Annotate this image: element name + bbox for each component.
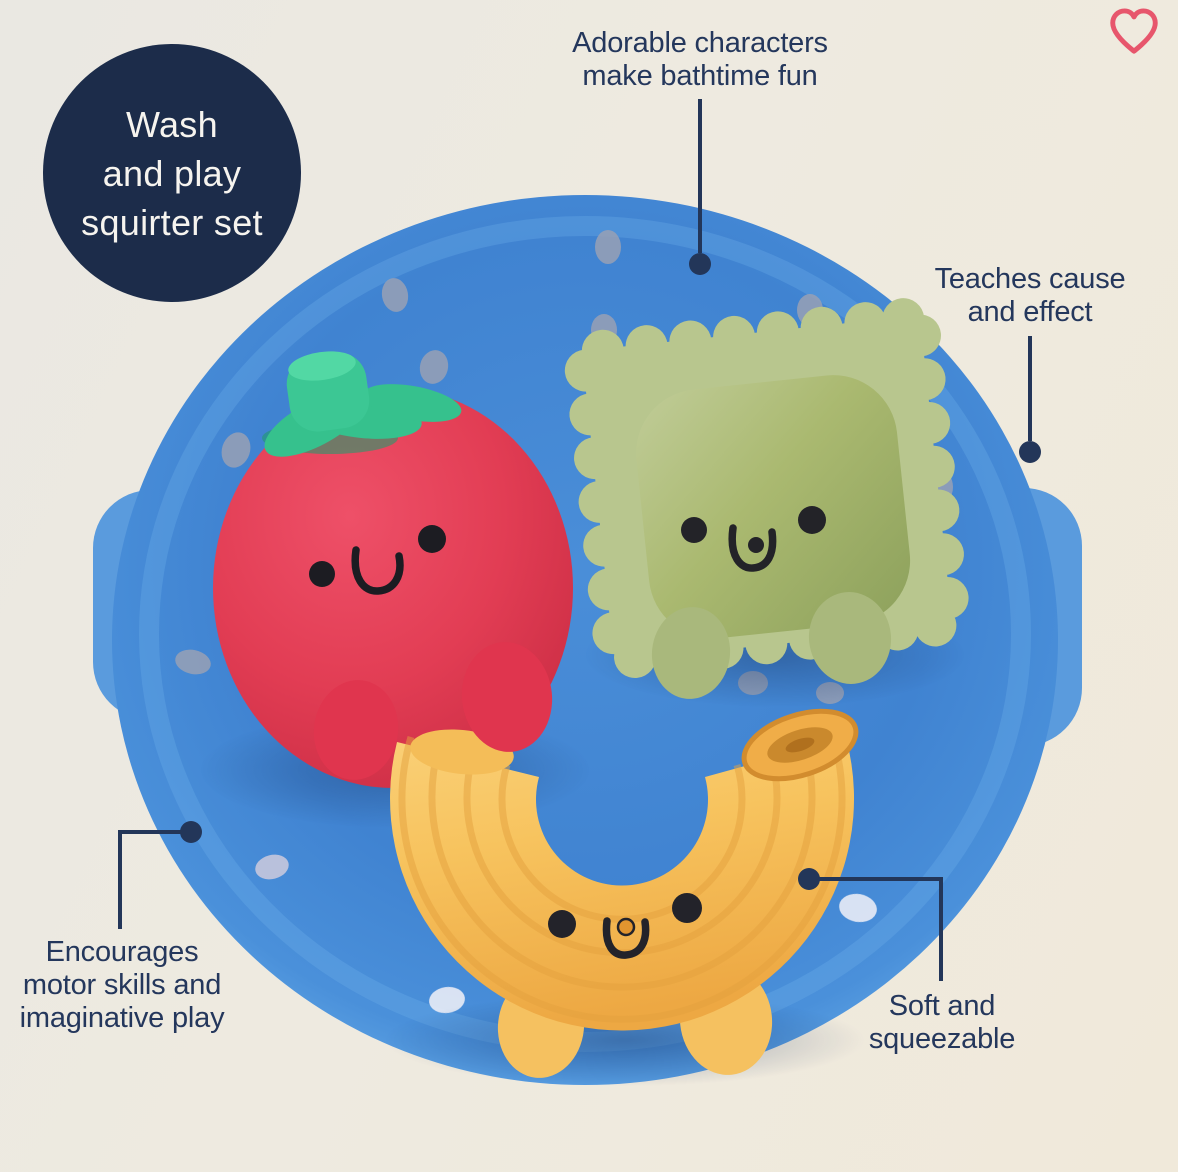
callout-adorable-characters: Adorable characters make bathtime fun [572, 27, 828, 93]
ravioli-eye-left [681, 517, 707, 543]
badge-wash-and-play: Wash and play squirter set [43, 44, 301, 302]
callout-line: Teaches cause [934, 263, 1126, 295]
tomato-feet [313, 642, 553, 780]
heart-icon [1110, 8, 1158, 54]
callout-line: make bathtime fun [582, 60, 818, 92]
macaroni-eye-right [672, 893, 702, 923]
macaroni-squirter [390, 708, 859, 1078]
tomato-smile [351, 546, 404, 595]
connector-dot-adorable [689, 253, 711, 275]
connector-dot-soft-squeezable [798, 868, 820, 890]
connector-dot-cause-effect [1019, 441, 1041, 463]
callout-motor-skills: Encourages motor skills and imaginative … [20, 936, 225, 1035]
macaroni-squirt-hole [616, 917, 636, 937]
tomato-face [309, 525, 446, 595]
connector-motor-skills [118, 830, 191, 929]
callout-line: Encourages [45, 936, 199, 968]
tomato-eye-right [418, 525, 446, 553]
badge-line: squirter set [81, 201, 263, 243]
callout-line: Adorable characters [572, 27, 828, 59]
ravioli-scalloped-edge [564, 298, 969, 679]
badge-line: and play [102, 152, 242, 194]
callout-connectors [118, 99, 1041, 981]
macaroni-face [548, 893, 702, 959]
badge-line: Wash [126, 103, 218, 145]
ravioli-squirt-hole [748, 537, 764, 553]
macaroni-eye-left [548, 910, 576, 938]
callout-line: motor skills and [22, 969, 222, 1001]
callout-line: Soft and [888, 990, 996, 1022]
tomato-stem [262, 351, 462, 457]
callout-line: and effect [967, 296, 1093, 328]
ravioli-feet [651, 592, 892, 699]
callout-cause-and-effect: Teaches cause and effect [935, 263, 1126, 329]
wishlist-button[interactable] [1106, 6, 1162, 58]
tomato-eye-left [309, 561, 335, 587]
connector-soft-squeezable [809, 877, 943, 981]
macaroni-opening [741, 708, 859, 782]
callout-line: squeezable [868, 1023, 1016, 1055]
ravioli-smile [728, 524, 777, 572]
ravioli-squirter [564, 298, 969, 699]
ravioli-eye-right [798, 506, 826, 534]
macaroni-smile [602, 917, 650, 959]
callout-line: imaginative play [19, 1002, 225, 1034]
callout-soft-squeezable: Soft and squeezable [868, 990, 1016, 1056]
ravioli-face [681, 506, 826, 572]
connector-dot-motor-skills [180, 821, 202, 843]
ravioli-center [636, 375, 911, 639]
